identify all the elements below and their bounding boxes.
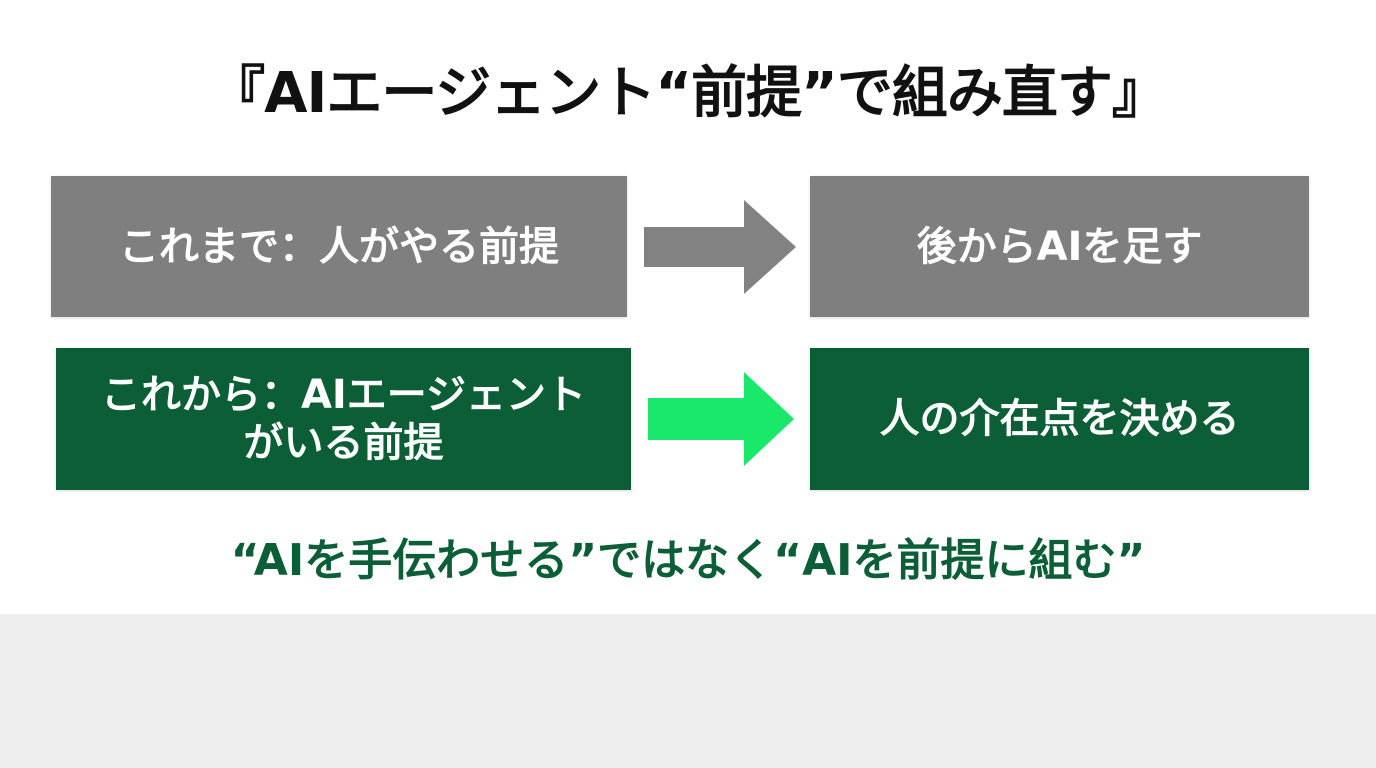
before-current-label: これまで：人がやる前提 [119, 223, 559, 270]
before-result-box: 後からAIを足す [810, 176, 1309, 317]
slide-title: 『AIエージェント“前提”で組み直す』 [209, 61, 1168, 126]
tagline: “AIを手伝わせる”ではなく“AIを前提に組む” [230, 535, 1146, 586]
after-current-box: これから：AIエージェント がいる前提 [56, 348, 631, 490]
after-result-label: 人の介在点を決める [879, 396, 1240, 442]
after-current-label: これから：AIエージェント がいる前提 [100, 372, 587, 466]
green-right-arrow-icon [648, 372, 794, 466]
after-result-box: 人の介在点を決める [810, 348, 1309, 490]
before-result-label: 後からAIを足す [916, 223, 1203, 270]
slide: 『AIエージェント“前提”で組み直す』 これまで：人がやる前提 後からAIを足す… [51, 61, 1309, 586]
gray-right-arrow-icon [644, 200, 796, 294]
before-current-box: これまで：人がやる前提 [51, 176, 627, 317]
footer-area [0, 614, 1376, 768]
